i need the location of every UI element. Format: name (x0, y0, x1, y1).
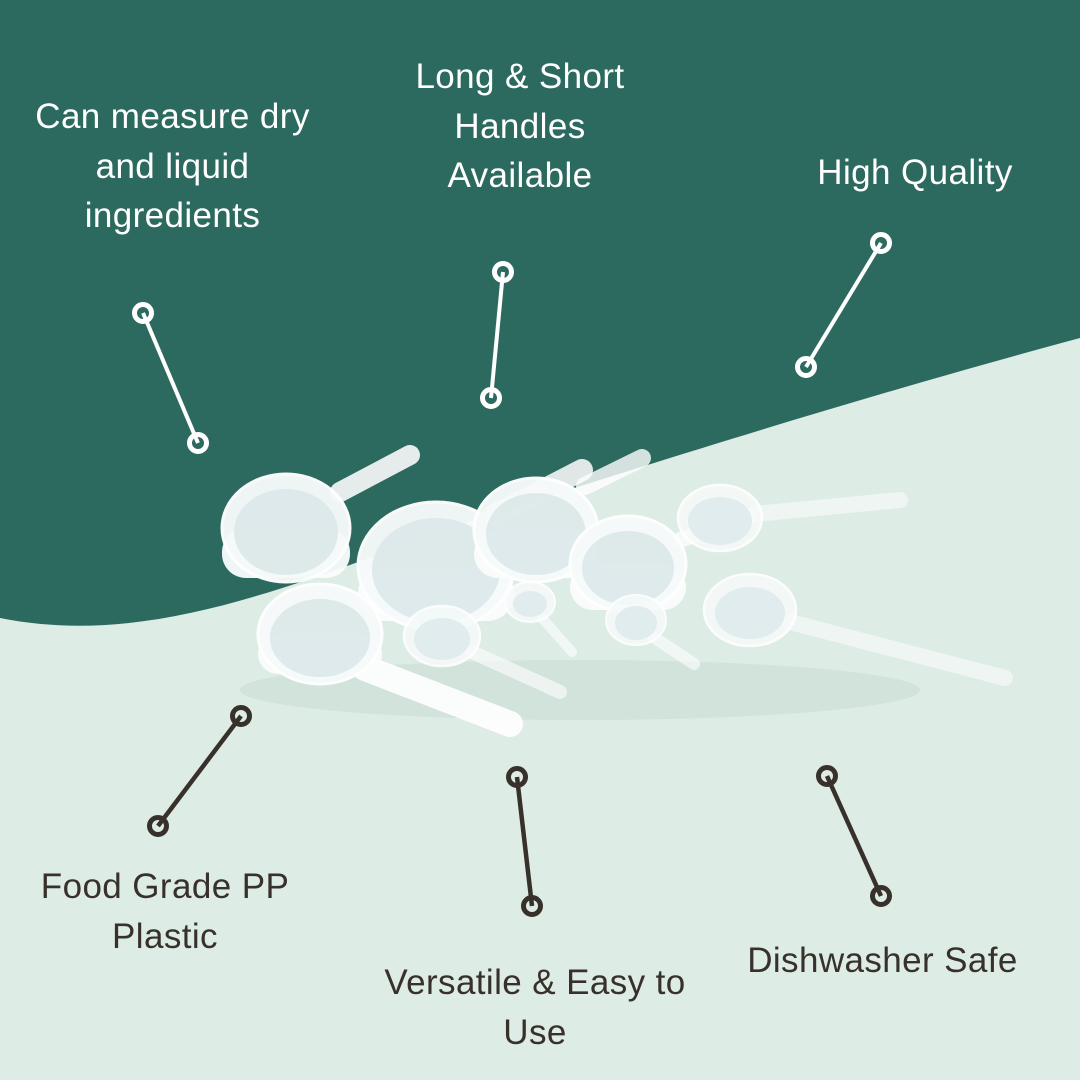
connector-handles (480, 261, 514, 409)
connector-food-grade (147, 705, 252, 837)
callout-line: ingredients (84, 196, 261, 236)
callout-line: Use (503, 1012, 567, 1052)
leader-line (489, 271, 505, 399)
measuring-scoop (605, 594, 700, 670)
scoop-interior (513, 591, 547, 617)
measuring-cup (472, 449, 651, 584)
measuring-scoop (402, 604, 567, 699)
connector-dishwasher (816, 765, 892, 907)
cup-interior (582, 531, 674, 605)
connector-measure (132, 302, 209, 454)
callout-food-grade: Food Grade PP Plastic (0, 862, 330, 961)
measuring-cup (220, 445, 420, 584)
ring-icon (870, 232, 892, 254)
scoop-handle (649, 632, 700, 670)
measuring-scoop (702, 572, 1013, 686)
ring-icon (147, 815, 169, 837)
callout-line: Food Grade PP (40, 867, 290, 906)
scoop-interior (715, 587, 785, 639)
scoop-handle (537, 613, 577, 657)
ring-icon (492, 261, 514, 283)
ring-icon (187, 432, 209, 454)
callout-line: and liquid (95, 146, 250, 186)
callout-line: High Quality (817, 153, 1013, 192)
ring-icon (795, 356, 817, 378)
leader-line (824, 775, 884, 897)
cup-interior (270, 599, 370, 677)
measuring-scoops-photo (220, 445, 1013, 737)
cup-handle (352, 655, 523, 737)
cup-handle (576, 449, 651, 495)
measuring-scoop (676, 483, 908, 553)
cup-interior (486, 493, 586, 575)
connector-versatile (506, 766, 543, 917)
callout-handles: Long & Short Handles Available (370, 52, 670, 201)
callout-line: Long & Short (415, 57, 625, 96)
ring-icon (480, 387, 502, 409)
scoop-interior (615, 606, 657, 640)
ring-icon (506, 766, 528, 788)
ring-icon (132, 302, 154, 324)
measuring-cup (256, 582, 523, 737)
callout-line: Available (447, 156, 593, 196)
scoop-handle (465, 645, 567, 699)
leader-line (804, 241, 883, 369)
callout-quality: High Quality (765, 148, 1065, 198)
leader-line (141, 312, 200, 444)
scoop-handle (747, 492, 908, 522)
connector-quality (795, 232, 892, 378)
scoop-interior (688, 497, 752, 545)
callout-line: Plastic (112, 916, 218, 956)
ring-icon (816, 765, 838, 787)
leader-line (514, 776, 535, 907)
scoop-handle (782, 614, 1013, 686)
leader-line (156, 714, 243, 828)
measuring-scoop (504, 581, 577, 657)
cup-handle (330, 445, 420, 502)
callout-line: Dishwasher Safe (747, 941, 1018, 980)
cup-interior (372, 518, 500, 622)
scoop-interior (414, 618, 470, 660)
ring-icon (230, 705, 252, 727)
callout-line: Can measure dry (35, 97, 310, 136)
wave-background (0, 338, 1080, 1080)
ring-icon (521, 895, 543, 917)
callout-dishwasher: Dishwasher Safe (690, 936, 1075, 986)
callout-measure: Can measure dry and liquid ingredients (5, 92, 340, 241)
callout-line: Versatile & Easy to (384, 963, 686, 1002)
ring-icon (870, 885, 892, 907)
cup-interior (234, 489, 338, 575)
callout-versatile: Versatile & Easy to Use (340, 958, 730, 1057)
callout-line: Handles (454, 106, 586, 146)
